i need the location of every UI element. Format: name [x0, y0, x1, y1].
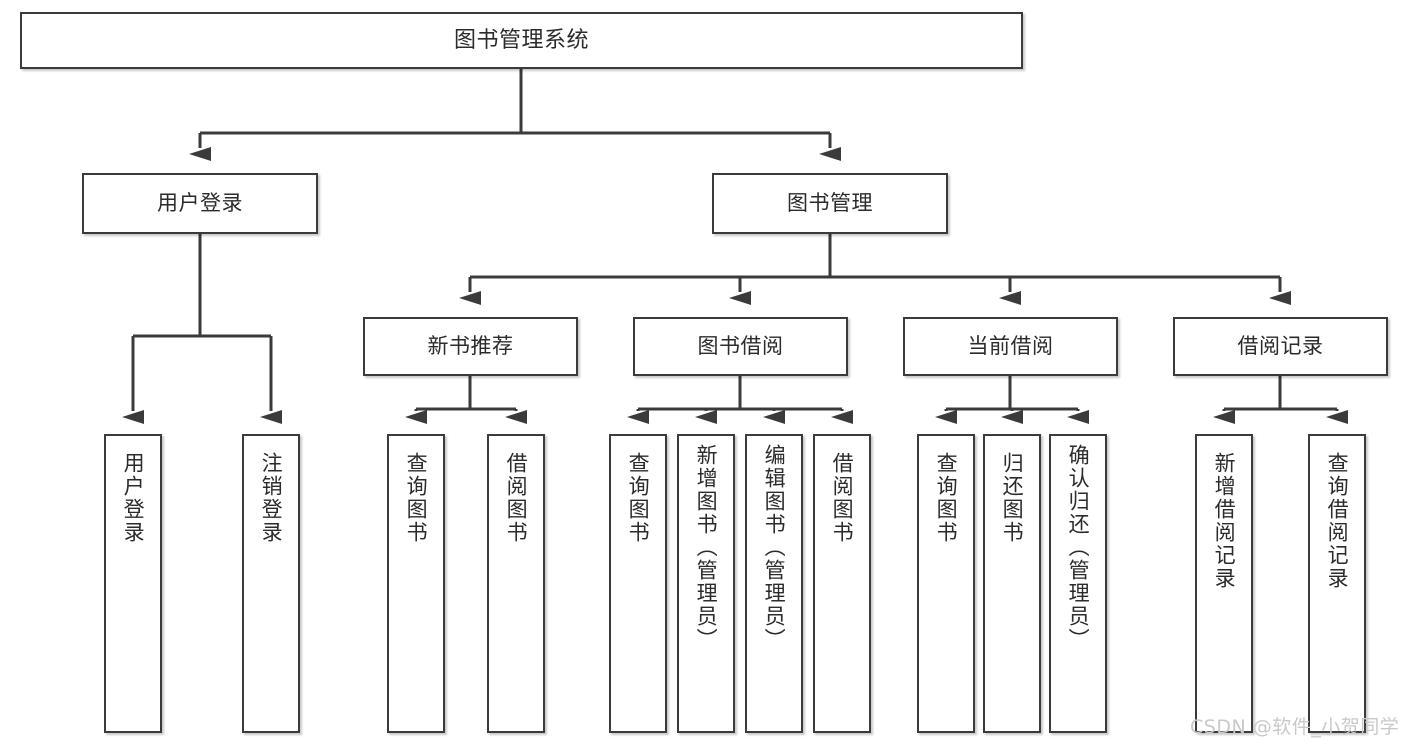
leaf-query-book-borrow[interactable]: 查询图书: [609, 434, 667, 733]
node-label: 查询图书: [626, 452, 651, 544]
node-label: 图书借阅: [697, 334, 784, 359]
leaf-query-book-new[interactable]: 查询图书: [387, 434, 445, 733]
node-label: 当前借阅: [967, 334, 1054, 359]
leaf-query-borrow-record[interactable]: 查询借阅记录: [1308, 434, 1366, 733]
node-label: 查询图书: [404, 452, 429, 544]
leaf-edit-book-admin[interactable]: 编辑图书（管理员）: [745, 434, 803, 733]
node-label: 新增图书（管理员）: [694, 444, 719, 651]
node-label: 确认归还（管理员）: [1066, 444, 1091, 651]
node-label: 图书管理: [787, 191, 873, 216]
csdn-watermark: CSDN @软件_小贺同学: [1190, 716, 1400, 738]
node-book-borrow[interactable]: 图书借阅: [633, 317, 848, 376]
leaf-user-login[interactable]: 用户登录: [104, 434, 162, 733]
leaf-borrow-book[interactable]: 借阅图书: [813, 434, 871, 733]
node-label: 注销登录: [259, 452, 284, 544]
node-label: 借阅记录: [1237, 334, 1324, 359]
leaf-borrow-book-new[interactable]: 借阅图书: [487, 434, 545, 733]
node-borrow-records[interactable]: 借阅记录: [1173, 317, 1388, 376]
leaf-add-book-admin[interactable]: 新增图书（管理员）: [677, 434, 735, 733]
node-user-login[interactable]: 用户登录: [82, 173, 318, 234]
node-book-management[interactable]: 图书管理: [712, 173, 948, 234]
node-label: 编辑图书（管理员）: [762, 444, 787, 651]
node-current-borrow[interactable]: 当前借阅: [903, 317, 1118, 376]
node-new-book-recommend[interactable]: 新书推荐: [363, 317, 578, 376]
node-label: 新增借阅记录: [1212, 452, 1237, 590]
node-label: 图书管理系统: [453, 27, 589, 53]
node-label: 借阅图书: [504, 452, 529, 544]
leaf-logout[interactable]: 注销登录: [242, 434, 300, 733]
node-label: 用户登录: [121, 452, 146, 544]
leaf-confirm-return-admin[interactable]: 确认归还（管理员）: [1049, 434, 1107, 733]
leaf-add-borrow-record[interactable]: 新增借阅记录: [1195, 434, 1253, 733]
node-root-system[interactable]: 图书管理系统: [20, 12, 1023, 69]
node-label: 归还图书: [1000, 452, 1025, 544]
node-label: 查询图书: [934, 452, 959, 544]
leaf-return-book[interactable]: 归还图书: [983, 434, 1041, 733]
node-label: 新书推荐: [427, 334, 514, 359]
leaf-query-book-current[interactable]: 查询图书: [917, 434, 975, 733]
node-label: 用户登录: [157, 191, 243, 216]
node-label: 查询借阅记录: [1325, 452, 1350, 590]
node-label: 借阅图书: [830, 452, 855, 544]
